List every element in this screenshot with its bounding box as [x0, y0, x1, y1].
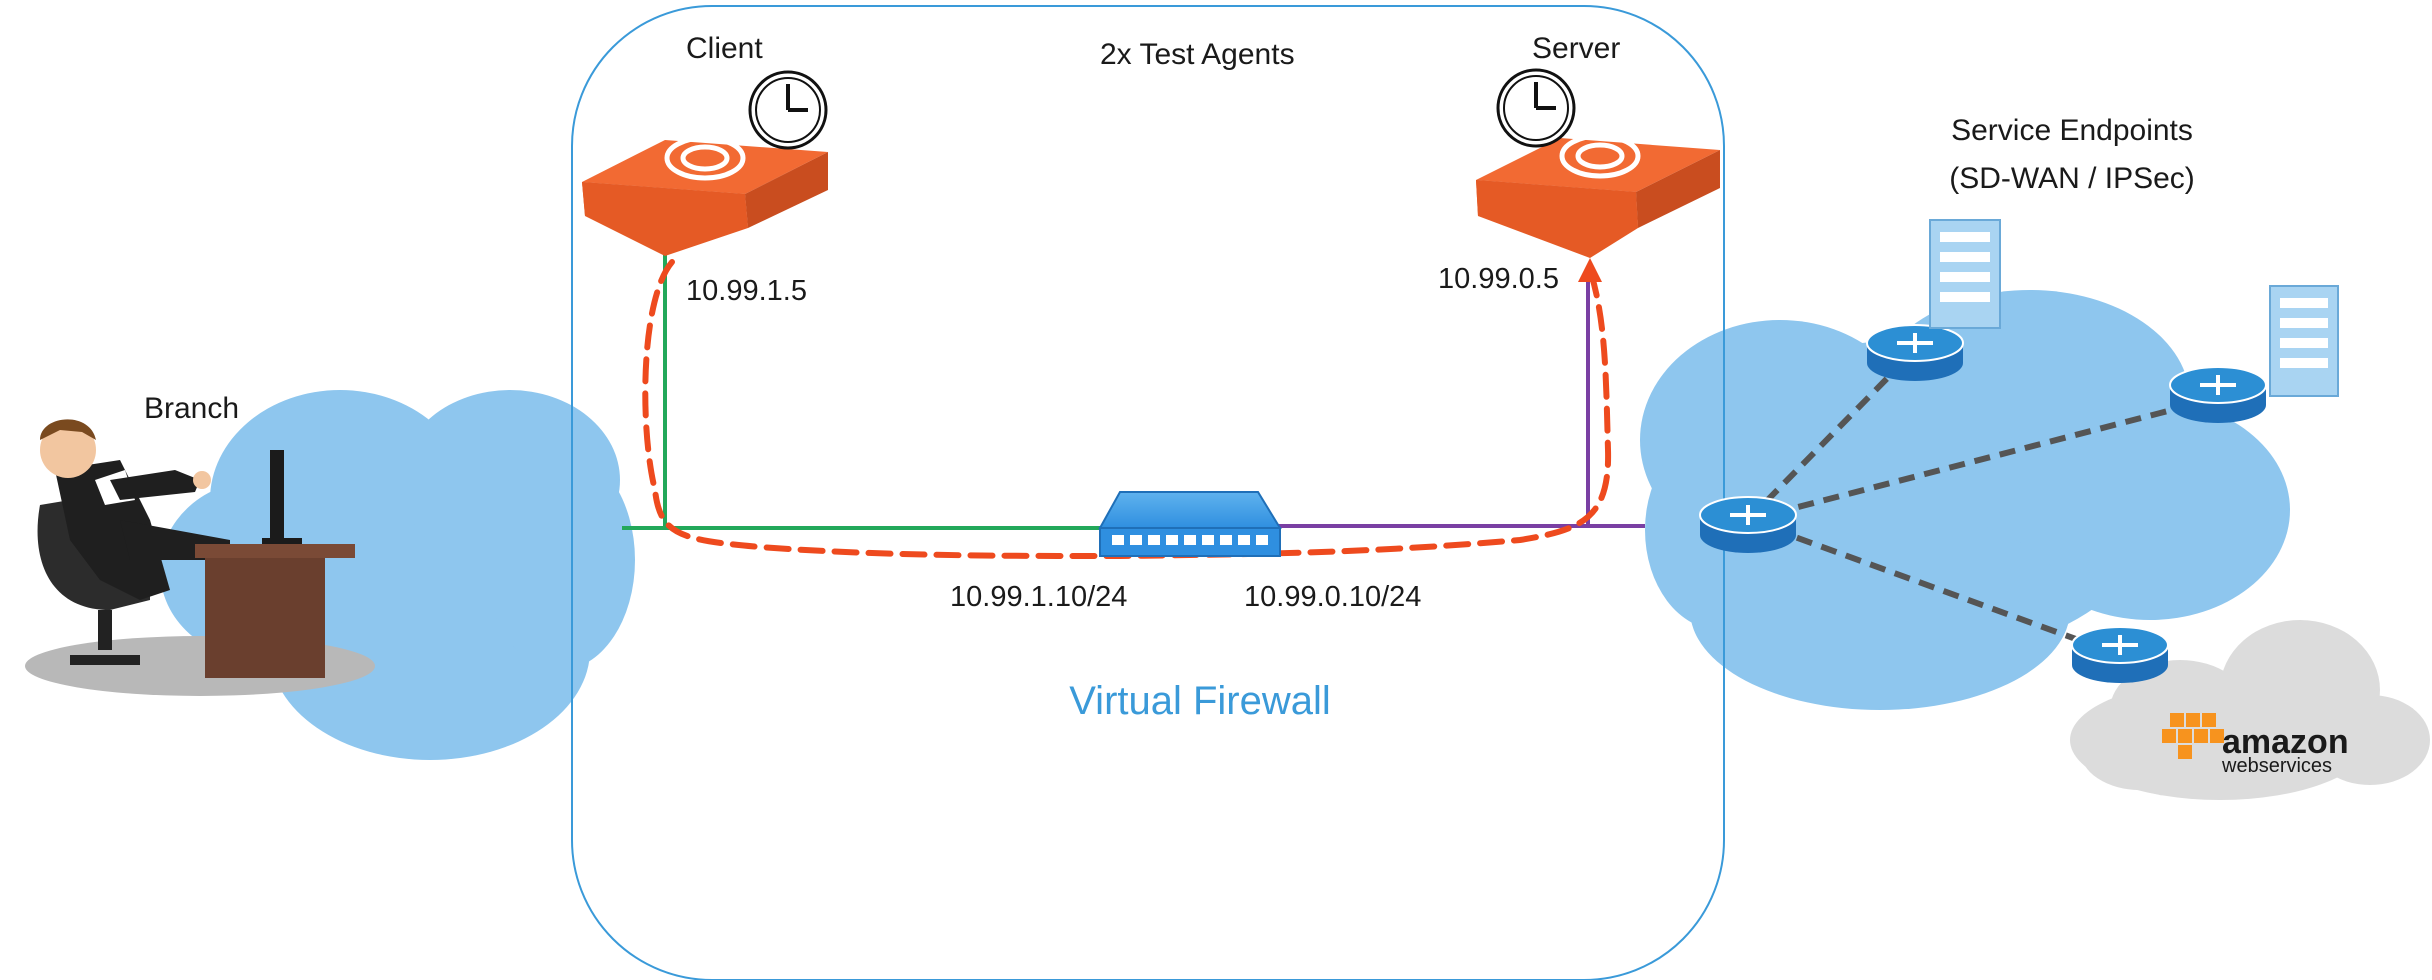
client-label: Client	[686, 32, 763, 65]
clock-icon	[748, 70, 828, 150]
router-icon	[1866, 324, 1964, 381]
clock-icon	[1496, 68, 1576, 148]
virtual-firewall-title: Virtual Firewall	[1069, 679, 1331, 723]
test-path-arrowhead	[1578, 258, 1602, 282]
endpoint-links	[1745, 347, 2219, 658]
aws-logo-icon: amazon webservices	[2162, 713, 2349, 777]
client-agent-icon	[582, 70, 828, 256]
server-ip-label: 10.99.0.5	[1438, 263, 1559, 295]
router-icon	[2169, 366, 2267, 423]
server-agent-icon	[1476, 68, 1720, 258]
firewall-right-ip-label: 10.99.0.10/24	[1244, 581, 1421, 613]
client-link	[622, 240, 1100, 530]
client-ip-label: 10.99.1.5	[686, 275, 807, 307]
service-endpoints-label-line1: Service Endpoints	[1951, 114, 2193, 147]
branch-label: Branch	[144, 392, 239, 425]
office-worker-at-desk-icon	[25, 419, 375, 696]
service-endpoints-label-line2: (SD-WAN / IPSec)	[1949, 162, 2195, 195]
server-link	[1270, 280, 1645, 528]
server-label: Server	[1532, 32, 1620, 65]
switch-appliance-icon	[1098, 491, 1282, 557]
test-agents-label: 2x Test Agents	[1100, 38, 1295, 71]
server-rack-icon	[1929, 219, 2001, 329]
firewall-left-ip-label: 10.99.1.10/24	[950, 581, 1127, 613]
router-icon	[1699, 496, 1797, 553]
aws-sub-text: webservices	[2221, 755, 2332, 777]
virtual-firewall-boundary	[571, 5, 1725, 980]
router-icon	[2071, 626, 2169, 683]
aws-brand-text: amazon	[2222, 723, 2349, 761]
server-rack-icon	[2269, 285, 2339, 397]
